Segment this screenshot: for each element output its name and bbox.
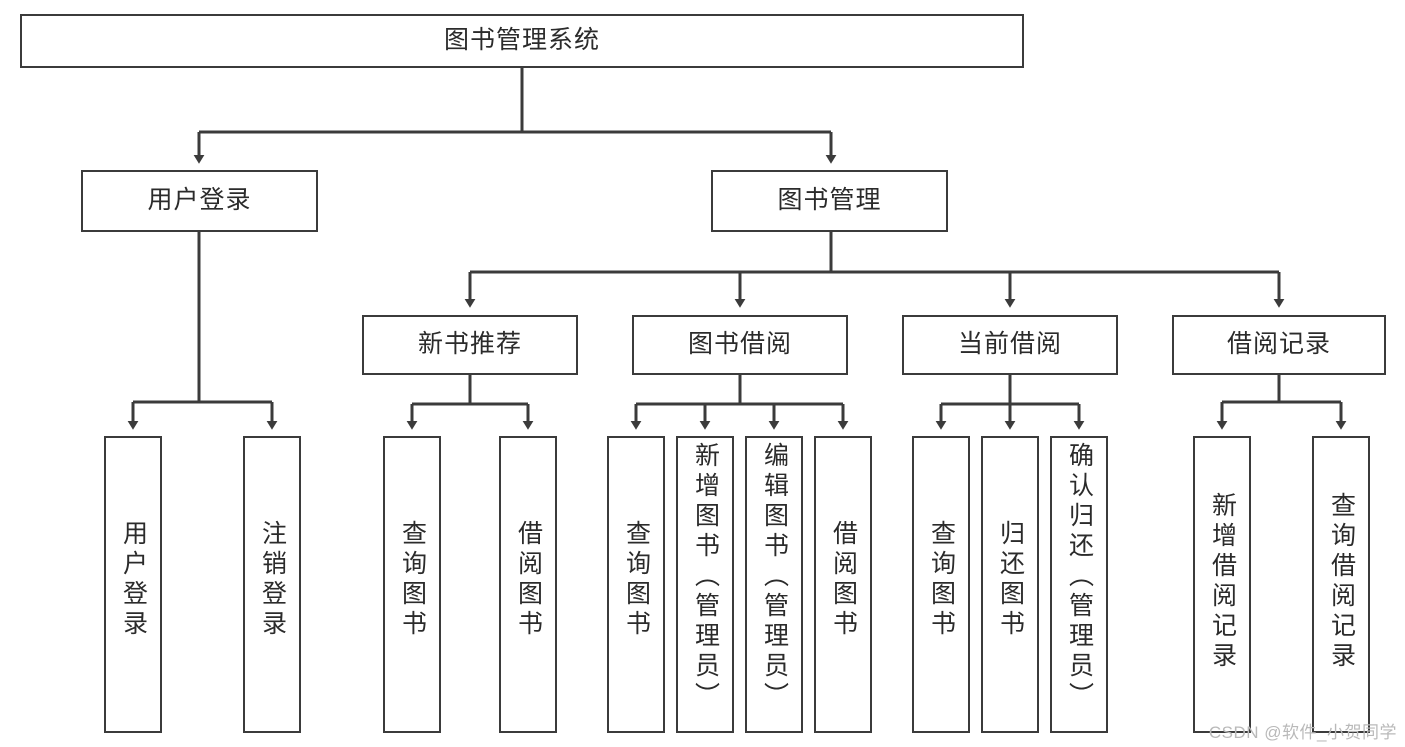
node-label: 新增图书（管理员） bbox=[691, 442, 720, 712]
node-label: 查询图书 bbox=[398, 520, 427, 640]
node-label: 借阅图书 bbox=[829, 520, 858, 640]
leaf-borrow-edit-book-admin[interactable]: 编辑图书（管理员） bbox=[745, 436, 803, 733]
leaf-borrow-borrow-book[interactable]: 借阅图书 bbox=[814, 436, 872, 733]
node-label: 新增借阅记录 bbox=[1208, 492, 1237, 672]
node-new-book-recommend[interactable]: 新书推荐 bbox=[362, 315, 578, 375]
node-label: 借阅记录 bbox=[1226, 330, 1331, 359]
node-label: 图书管理系统 bbox=[443, 26, 600, 55]
node-borrow-record[interactable]: 借阅记录 bbox=[1172, 315, 1386, 375]
leaf-user-login-action[interactable]: 用户登录 bbox=[104, 436, 162, 733]
leaf-recommend-query-book[interactable]: 查询图书 bbox=[383, 436, 441, 733]
leaf-record-add-record[interactable]: 新增借阅记录 bbox=[1193, 436, 1251, 733]
node-label: 借阅图书 bbox=[514, 520, 543, 640]
node-book-borrow[interactable]: 图书借阅 bbox=[632, 315, 848, 375]
node-label: 当前借阅 bbox=[957, 330, 1062, 359]
leaf-current-confirm-return-admin[interactable]: 确认归还（管理员） bbox=[1050, 436, 1108, 733]
node-label: 用户登录 bbox=[119, 520, 148, 640]
node-label: 查询图书 bbox=[927, 520, 956, 640]
node-label: 归还图书 bbox=[996, 520, 1025, 640]
leaf-borrow-add-book-admin[interactable]: 新增图书（管理员） bbox=[676, 436, 734, 733]
node-label: 用户登录 bbox=[147, 186, 252, 215]
node-label: 确认归还（管理员） bbox=[1065, 442, 1094, 712]
leaf-borrow-query-book[interactable]: 查询图书 bbox=[607, 436, 665, 733]
leaf-current-return-book[interactable]: 归还图书 bbox=[981, 436, 1039, 733]
node-label: 图书管理 bbox=[777, 186, 882, 215]
node-root-system[interactable]: 图书管理系统 bbox=[20, 14, 1024, 68]
leaf-user-logout-action[interactable]: 注销登录 bbox=[243, 436, 301, 733]
leaf-current-query-book[interactable]: 查询图书 bbox=[912, 436, 970, 733]
csdn-watermark: CSDN @软件_小贺同学 bbox=[1208, 723, 1397, 742]
node-label: 图书借阅 bbox=[687, 330, 792, 359]
node-label: 注销登录 bbox=[258, 520, 287, 640]
node-label: 新书推荐 bbox=[417, 330, 522, 359]
node-user-login[interactable]: 用户登录 bbox=[81, 170, 318, 232]
node-label: 查询图书 bbox=[622, 520, 651, 640]
leaf-record-query-record[interactable]: 查询借阅记录 bbox=[1312, 436, 1370, 733]
leaf-recommend-borrow-book[interactable]: 借阅图书 bbox=[499, 436, 557, 733]
node-label: 查询借阅记录 bbox=[1327, 492, 1356, 672]
node-current-borrow[interactable]: 当前借阅 bbox=[902, 315, 1118, 375]
node-book-management[interactable]: 图书管理 bbox=[711, 170, 948, 232]
node-label: 编辑图书（管理员） bbox=[760, 442, 789, 712]
